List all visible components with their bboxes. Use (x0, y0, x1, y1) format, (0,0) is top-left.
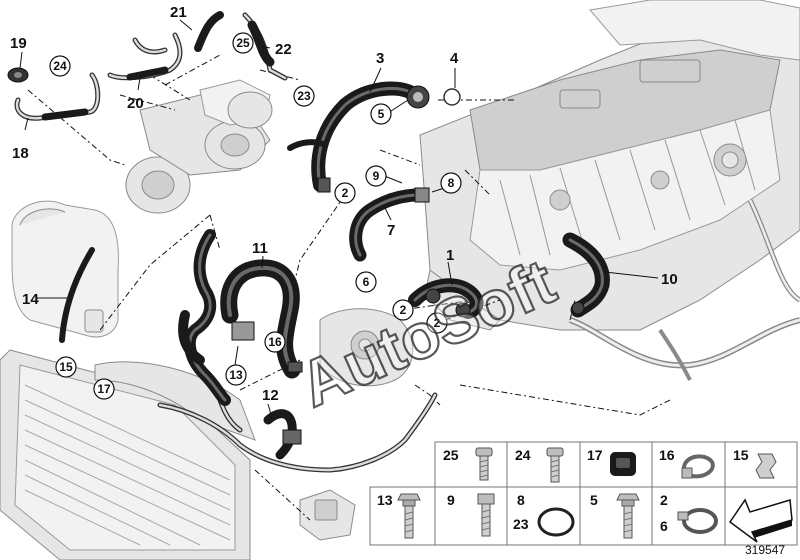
callout-7: 7 (387, 222, 395, 239)
hex-flange-bolt-icon (397, 493, 421, 539)
part-label-16: 16 (659, 447, 675, 463)
callout-13: 13 (229, 368, 243, 382)
callout-20: 20 (127, 95, 144, 112)
callout-8: 8 (448, 176, 455, 190)
callout-4: 4 (450, 50, 459, 67)
direction-arrow-icon (728, 498, 793, 543)
callout-17: 17 (97, 382, 111, 396)
callouts: 19 21 22 20 18 3 4 7 1 10 11 14 12 24 25… (10, 4, 678, 404)
part-label-5: 5 (590, 492, 598, 508)
torx-bolt-icon (475, 447, 493, 481)
callout-22: 22 (275, 41, 292, 58)
parts-table: 25 24 17 16 15 13 9 8 23 5 2 6 (369, 441, 798, 546)
callout-15: 15 (59, 360, 73, 374)
reference-number: 319547 (745, 543, 785, 557)
part-label-17: 17 (587, 447, 603, 463)
callout-18: 18 (12, 145, 29, 162)
engine-block-drawing (419, 0, 800, 331)
callout-2-upper: 2 (342, 186, 349, 200)
part-label-25: 25 (443, 447, 459, 463)
part-label-6: 6 (660, 518, 668, 534)
callout-11: 11 (252, 240, 268, 257)
part-label-13: 13 (377, 492, 393, 508)
spring-clip-icon (755, 453, 777, 479)
radiator-fins (24, 384, 231, 546)
callout-24: 24 (53, 59, 67, 73)
engine-ribs (499, 119, 756, 256)
leader-lines (19, 19, 659, 419)
callout-3: 3 (376, 50, 384, 67)
callout-14: 14 (22, 291, 39, 308)
callout-5: 5 (378, 107, 385, 121)
callout-12: 12 (262, 387, 279, 404)
callout-9: 9 (373, 169, 380, 183)
expansion-tank-drawing (11, 200, 119, 338)
hose-clamp-icon (681, 454, 715, 479)
callout-21: 21 (170, 4, 187, 21)
auxiliary-pump-drawing (299, 489, 356, 541)
hose-fittings (7, 67, 585, 445)
callout-2-lower: 2 (434, 316, 441, 330)
wiring-harness-drawing (568, 198, 800, 381)
callout-2-middle: 2 (400, 303, 407, 317)
callout-19: 19 (10, 35, 27, 52)
callout-25: 25 (236, 36, 250, 50)
part-label-15: 15 (733, 447, 749, 463)
reference-lines (27, 54, 671, 521)
spring-band-clamp-icon (677, 508, 718, 534)
callout-10: 10 (661, 271, 678, 288)
callout-6: 6 (363, 275, 370, 289)
rubber-grommet-icon (610, 452, 636, 476)
callout-23: 23 (297, 89, 311, 103)
turbocharger-drawing (125, 79, 273, 214)
water-pump-drawing (319, 308, 414, 387)
o-ring-icon (537, 507, 575, 537)
part-label-2: 2 (660, 492, 668, 508)
part-label-8: 8 (517, 492, 525, 508)
callout-1: 1 (446, 247, 454, 264)
torx-bolt-icon (546, 447, 564, 483)
part-label-23: 23 (513, 516, 529, 532)
hex-flange-bolt-icon (616, 493, 640, 539)
hex-bolt-icon (477, 493, 495, 537)
callout-16: 16 (268, 335, 282, 349)
part-label-9: 9 (447, 492, 455, 508)
part-label-24: 24 (515, 447, 531, 463)
